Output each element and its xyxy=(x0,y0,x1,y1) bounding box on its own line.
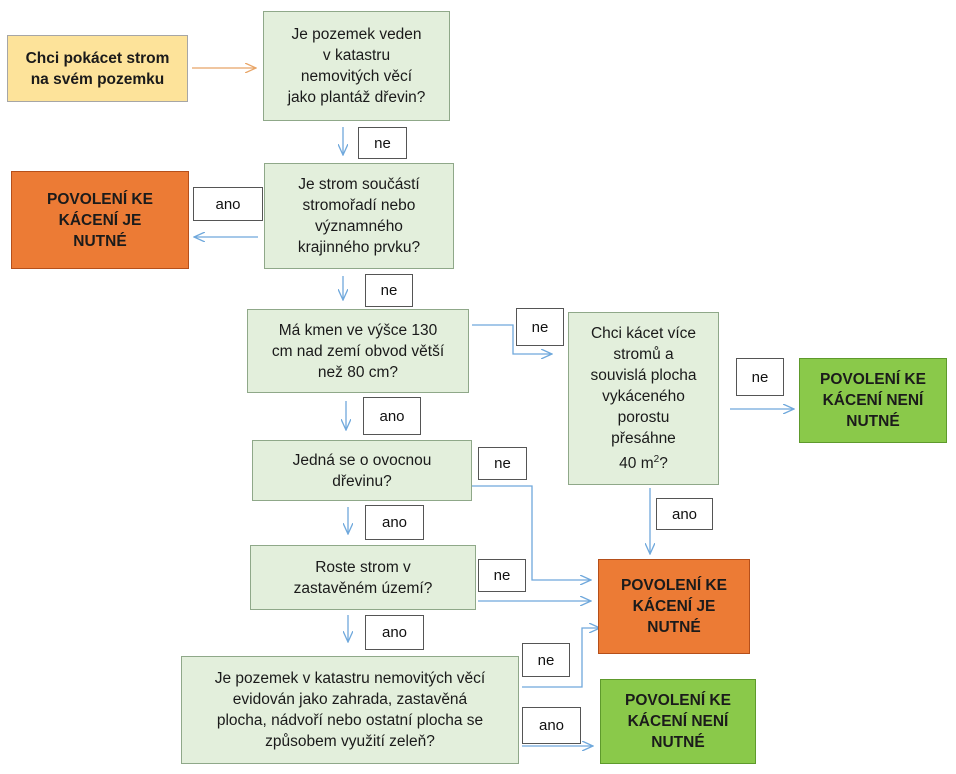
result-permit-not-required-1: POVOLENÍ KE KÁCENÍ NENÍ NUTNÉ xyxy=(799,358,947,443)
question-fruit-tree: Jedná se o ovocnou dřevinu? xyxy=(252,440,472,501)
arrow-q3-q7 xyxy=(472,324,552,354)
superscript-two: 2 xyxy=(653,453,660,465)
question-plantation: Je pozemek veden v katastru nemovitých v… xyxy=(263,11,450,121)
label-q7-required: ano xyxy=(656,498,713,530)
arrow-q6-required xyxy=(522,628,600,688)
label-q4-q5: ano xyxy=(365,505,424,540)
question-built-up-area: Roste strom v zastavěném území? xyxy=(250,545,476,610)
result-permit-required-2: POVOLENÍ KE KÁCENÍ JE NUTNÉ xyxy=(598,559,750,654)
question-area-text: Chci kácet více stromů a souvislá plocha… xyxy=(590,324,697,473)
label-q1-q2: ne xyxy=(358,127,407,159)
question-land-register: Je pozemek v katastru nemovitých věcí ev… xyxy=(181,656,519,764)
label-q6-required: ne xyxy=(522,643,570,677)
question-trunk-girth: Má kmen ve výšce 130 cm nad zemí obvod v… xyxy=(247,309,469,393)
label-q3-q4: ano xyxy=(363,397,421,435)
label-q3-q7: ne xyxy=(516,308,564,346)
label-q6-notreq: ano xyxy=(522,707,581,744)
question-area-40m2: Chci kácet více stromů a souvislá plocha… xyxy=(568,312,719,485)
arrow-q4-required xyxy=(472,485,591,580)
result-permit-not-required-2: POVOLENÍ KE KÁCENÍ NENÍ NUTNÉ xyxy=(600,679,756,764)
label-q7-notreq: ne xyxy=(736,358,784,396)
question-tree-alley: Je strom součástí stromořadí nebo význam… xyxy=(264,163,454,269)
label-q2-required: ano xyxy=(193,187,263,221)
question-mark: ? xyxy=(659,455,668,473)
label-q2-q3: ne xyxy=(365,274,413,307)
result-permit-required-1: POVOLENÍ KE KÁCENÍ JE NUTNÉ xyxy=(11,171,189,269)
label-q5-required: ne xyxy=(478,559,526,592)
start-node: Chci pokácet strom na svém pozemku xyxy=(7,35,188,102)
label-q4-required: ne xyxy=(478,447,527,480)
label-q5-q6: ano xyxy=(365,615,424,650)
